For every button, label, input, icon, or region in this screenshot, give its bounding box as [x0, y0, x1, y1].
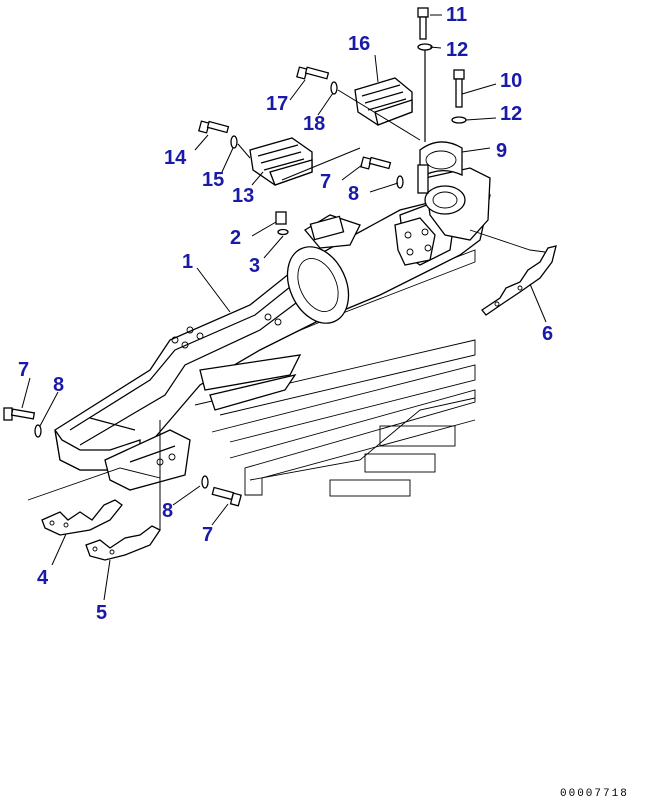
- guide-part-13: [249, 137, 313, 186]
- callout-12-upper: 12: [446, 39, 468, 61]
- callout-12-lower: 12: [500, 103, 522, 125]
- callout-8-left: 8: [53, 374, 64, 396]
- callouts: 1 2 3 4 5 6 7 8 8 7 7 8 9 10 11 12 12 13…: [18, 4, 553, 624]
- callout-4: 4: [37, 567, 49, 589]
- guards-4-5-6: [27, 229, 557, 561]
- leader-lines: [21, 14, 547, 601]
- drawing-number: 00007718: [560, 788, 629, 800]
- callout-5: 5: [96, 602, 107, 624]
- callout-10: 10: [500, 70, 522, 92]
- callout-8-bottom: 8: [162, 500, 173, 522]
- callout-6: 6: [542, 323, 553, 345]
- callout-14: 14: [164, 147, 187, 169]
- callout-11: 11: [446, 4, 467, 26]
- callout-1: 1: [182, 251, 193, 273]
- bolts-and-washers: [3, 7, 467, 507]
- callout-7-upper: 7: [320, 171, 331, 193]
- callout-3: 3: [249, 255, 260, 277]
- cap-part-9: [417, 141, 463, 194]
- callout-18: 18: [303, 113, 325, 135]
- callout-15: 15: [202, 169, 224, 191]
- callout-13: 13: [232, 185, 254, 207]
- callout-17: 17: [266, 93, 288, 115]
- track-frame: [54, 167, 491, 491]
- callout-7-bottom: 7: [202, 524, 213, 546]
- callout-9: 9: [496, 140, 507, 162]
- callout-16: 16: [348, 33, 370, 55]
- callout-7-left: 7: [18, 359, 29, 381]
- callout-2: 2: [230, 227, 241, 249]
- callout-8-upper: 8: [348, 183, 359, 205]
